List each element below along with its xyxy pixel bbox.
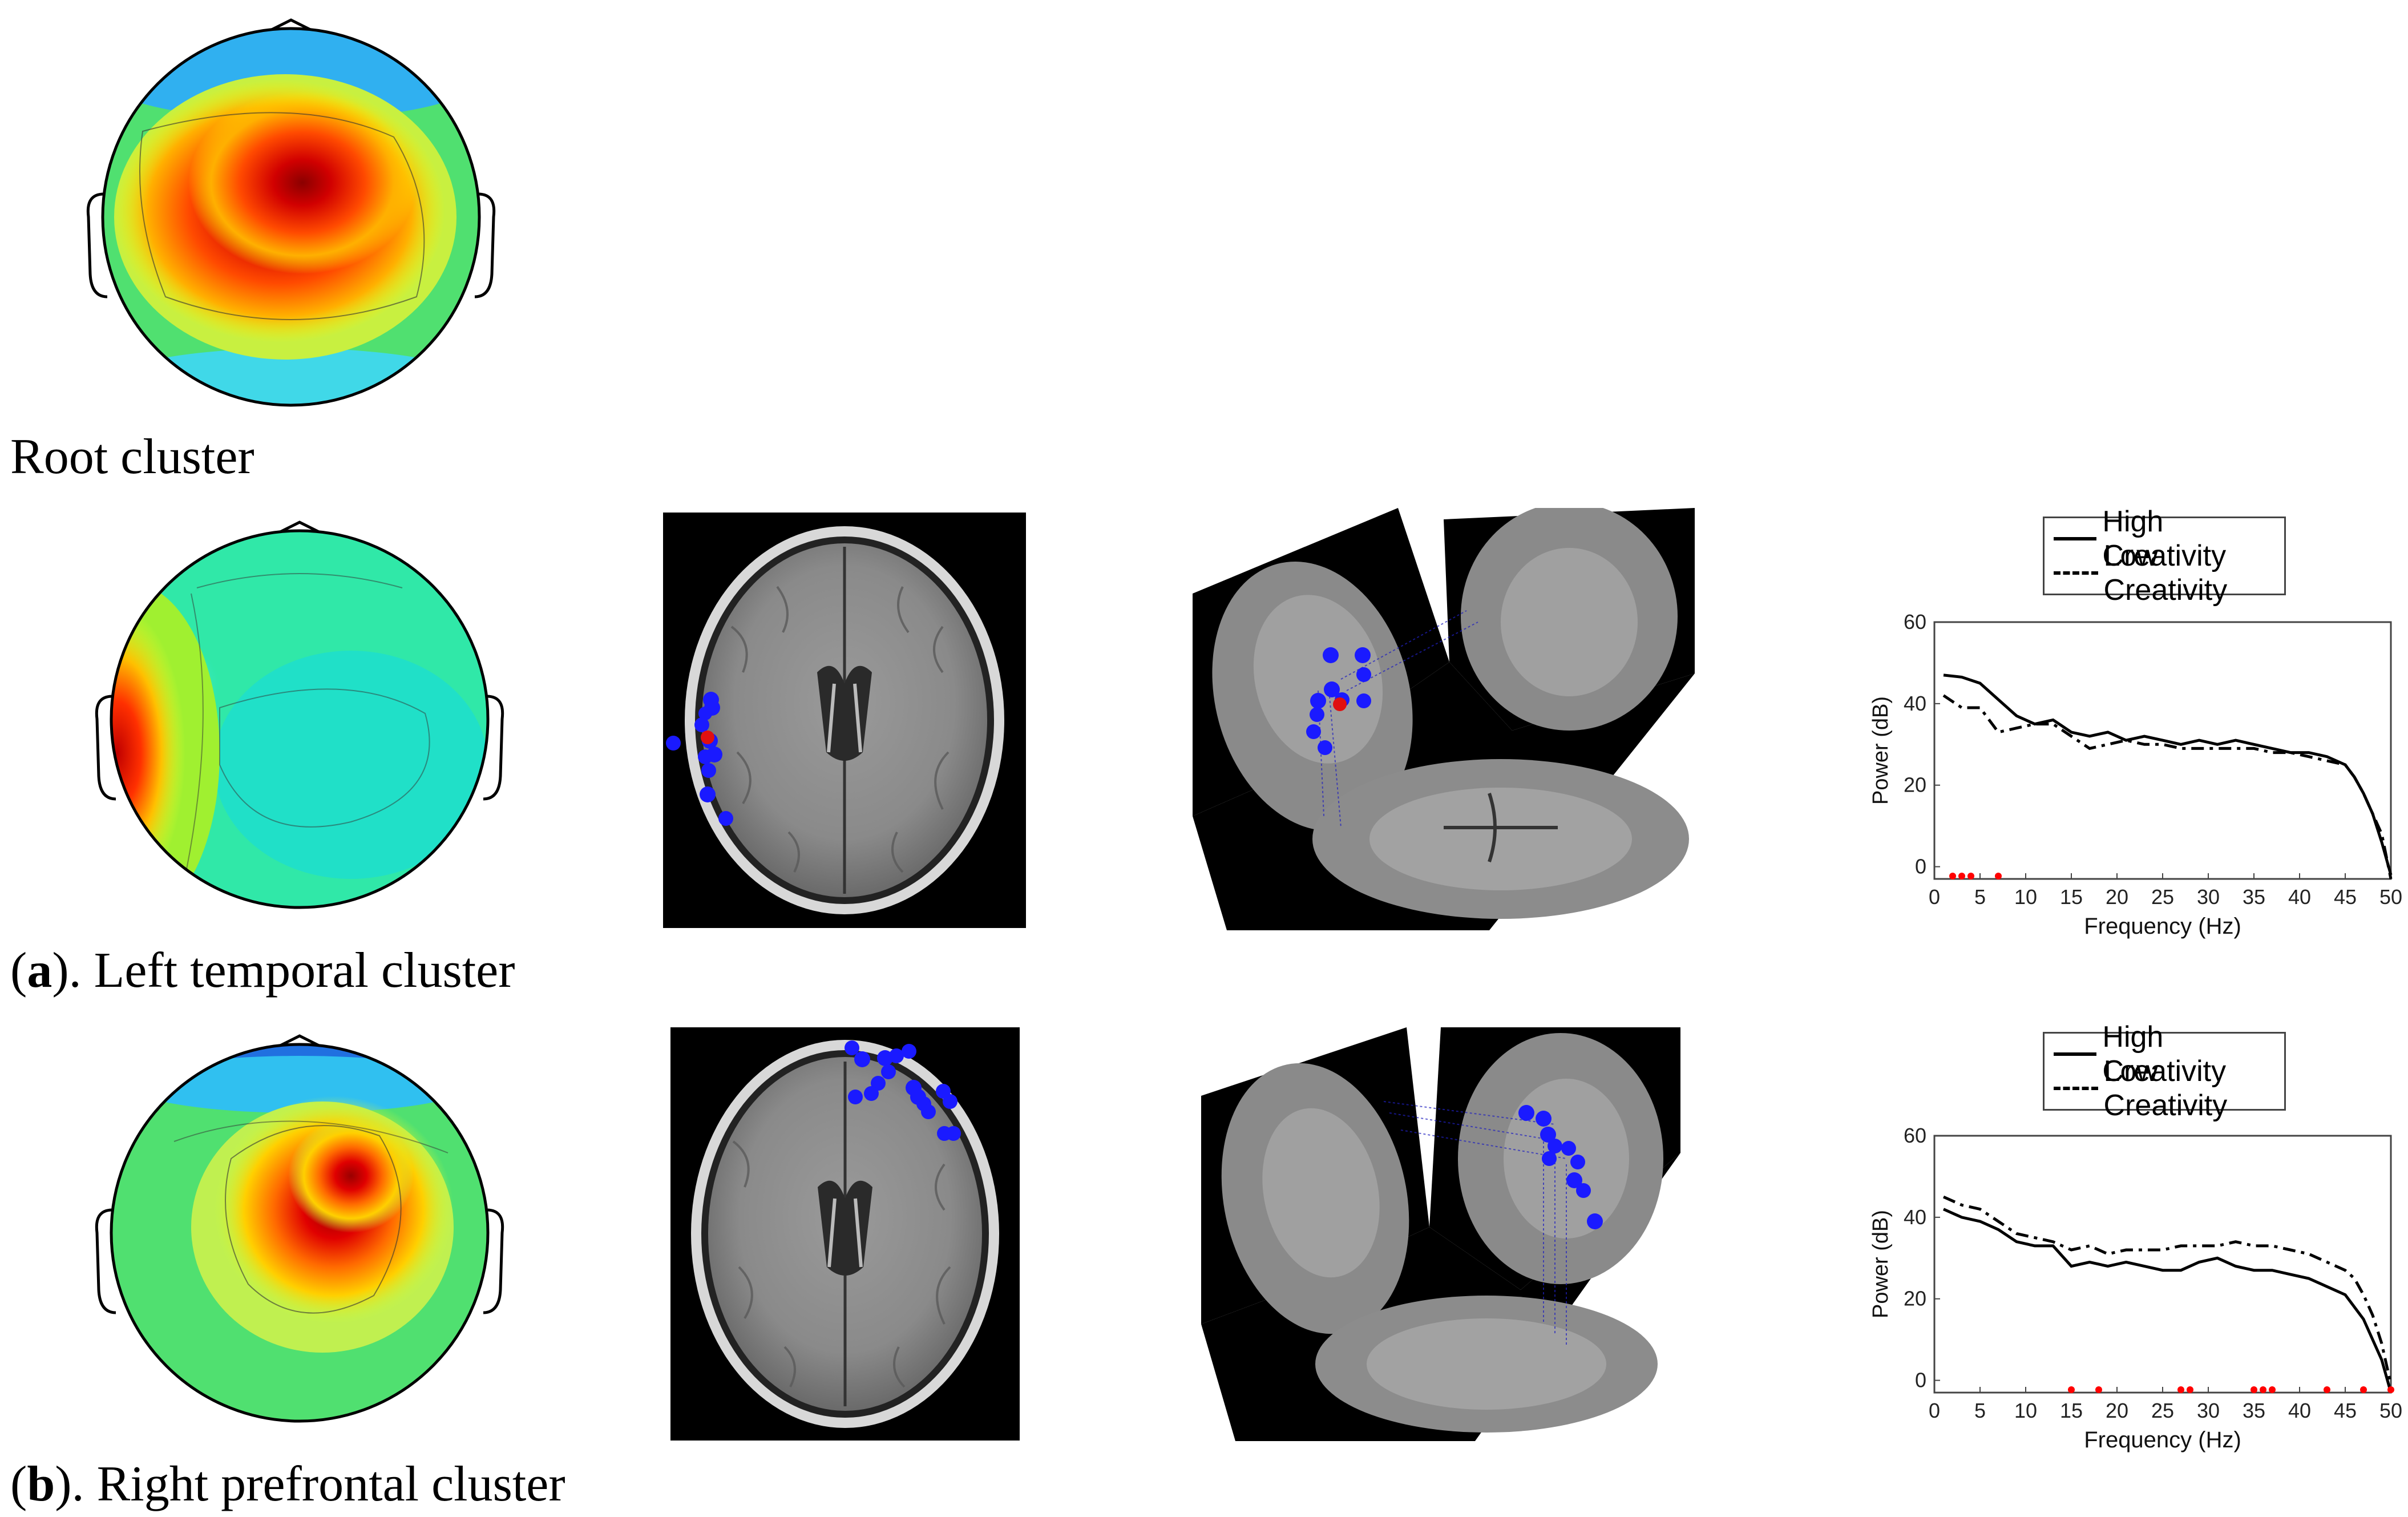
y-tick-label: 0: [1915, 855, 1926, 878]
y-axis-label: Power (dB): [1869, 696, 1893, 805]
x-tick-label: 50: [2379, 885, 2402, 909]
x-tick-label: 25: [2151, 885, 2174, 909]
legend-b-high-label: High Creativity: [2102, 1020, 2227, 1088]
significance-marker: [2387, 1386, 2394, 1393]
significance-marker: [1967, 873, 1974, 879]
x-tick-label: 25: [2151, 1399, 2174, 1422]
x-axis-label: Frequency (Hz): [2084, 1427, 2241, 1453]
x-tick-label: 20: [2106, 1399, 2128, 1422]
x-tick-label: 45: [2334, 885, 2357, 909]
x-tick-label: 50: [2379, 1399, 2402, 1422]
legend-b-high-swatch: [2054, 1052, 2097, 1056]
caption-a-text: ). Left temporal cluster: [52, 943, 515, 998]
dipole-overlay-a: [666, 692, 733, 826]
significance-marker: [2260, 1386, 2266, 1393]
x-tick-label: 20: [2106, 885, 2128, 909]
caption-a: (a). Left temporal cluster: [10, 942, 515, 999]
x-tick-label: 0: [1929, 1399, 1940, 1422]
significance-marker: [2251, 1386, 2257, 1393]
x-tick-label: 0: [1929, 885, 1940, 909]
series-high-line: [1943, 673, 2393, 875]
caption-b-letter: b: [27, 1457, 55, 1512]
x-tick-label: 5: [1974, 1399, 1986, 1422]
x-tick-label: 30: [2197, 1399, 2220, 1422]
significance-marker: [2187, 1386, 2193, 1393]
significance-marker: [1995, 873, 2002, 879]
axial-mri-a: [663, 513, 1026, 928]
x-tick-label: 35: [2243, 885, 2265, 909]
caption-a-letter: a: [27, 943, 52, 998]
left-temporal-topomap: [94, 514, 505, 930]
legend-b-high: High Creativity: [2054, 1020, 2284, 1088]
x-tick-label: 45: [2334, 1399, 2357, 1422]
significance-marker: [2095, 1386, 2102, 1393]
cube-mri-a: [1193, 502, 1695, 930]
x-tick-label: 15: [2060, 885, 2083, 909]
root-cluster-topomap: [86, 11, 496, 428]
legend-a-low: Low Creativity: [2054, 539, 2284, 607]
x-axis-label: Frequency (Hz): [2084, 914, 2241, 939]
significance-marker: [2177, 1386, 2184, 1393]
axial-mri-b: [670, 1027, 1020, 1441]
plot-area: [1933, 1135, 2392, 1394]
legend-b-low: Low Creativity: [2054, 1055, 2284, 1122]
significance-marker: [1958, 873, 1965, 879]
legend-a-high-swatch: [2054, 537, 2097, 540]
legend-a-high: High Creativity: [2054, 505, 2284, 572]
x-tick-label: 10: [2014, 1399, 2037, 1422]
caption-b-open: (: [10, 1457, 27, 1512]
caption-a-open: (: [10, 943, 27, 998]
x-tick-label: 15: [2060, 1399, 2083, 1422]
cube-mri-b: [1201, 1027, 1680, 1441]
caption-root: Root cluster: [10, 429, 254, 485]
y-axis-label: Power (dB): [1869, 1210, 1893, 1318]
significance-marker: [1949, 873, 1956, 879]
significance-marker: [2324, 1386, 2330, 1393]
legend-a-low-swatch: [2054, 571, 2098, 575]
plot-area: [1933, 621, 2392, 880]
series-high-line: [1942, 1208, 2393, 1393]
y-tick-label: 60: [1904, 1124, 1926, 1147]
y-tick-label: 0: [1915, 1369, 1926, 1392]
x-tick-label: 30: [2197, 885, 2220, 909]
legend-b-low-label: Low Creativity: [2103, 1055, 2228, 1122]
x-tick-label: 35: [2243, 1399, 2265, 1422]
x-tick-label: 40: [2288, 1399, 2311, 1422]
dipole-overlay-3d-a: [1306, 647, 1371, 755]
y-tick-label: 60: [1904, 610, 1926, 634]
y-tick-label: 20: [1904, 1287, 1926, 1310]
legend-a-low-label: Low Creativity: [2103, 539, 2228, 607]
caption-b-text: ). Right prefrontal cluster: [55, 1457, 565, 1512]
legend-a-high-label: High Creativity: [2102, 505, 2227, 572]
series-low-line: [1942, 1195, 2393, 1385]
significance-marker: [2068, 1386, 2075, 1393]
dipole-overlay-3d-b: [1518, 1105, 1603, 1229]
x-tick-label: 10: [2014, 885, 2037, 909]
x-tick-label: 40: [2288, 885, 2311, 909]
caption-b: (b). Right prefrontal cluster: [10, 1455, 565, 1513]
significance-marker: [2269, 1386, 2276, 1393]
significance-marker: [2360, 1386, 2367, 1393]
y-tick-label: 20: [1904, 773, 1926, 797]
legend-b: High Creativity Low Creativity: [2043, 1020, 2286, 1122]
right-prefrontal-topomap: [94, 1027, 505, 1444]
y-tick-label: 40: [1904, 692, 1926, 715]
x-tick-label: 5: [1974, 885, 1986, 909]
legend-b-low-swatch: [2054, 1087, 2098, 1090]
dipole-overlay-b: [845, 1040, 961, 1141]
legend-a: High Creativity Low Creativity: [2043, 505, 2286, 607]
y-tick-label: 40: [1904, 1205, 1926, 1229]
